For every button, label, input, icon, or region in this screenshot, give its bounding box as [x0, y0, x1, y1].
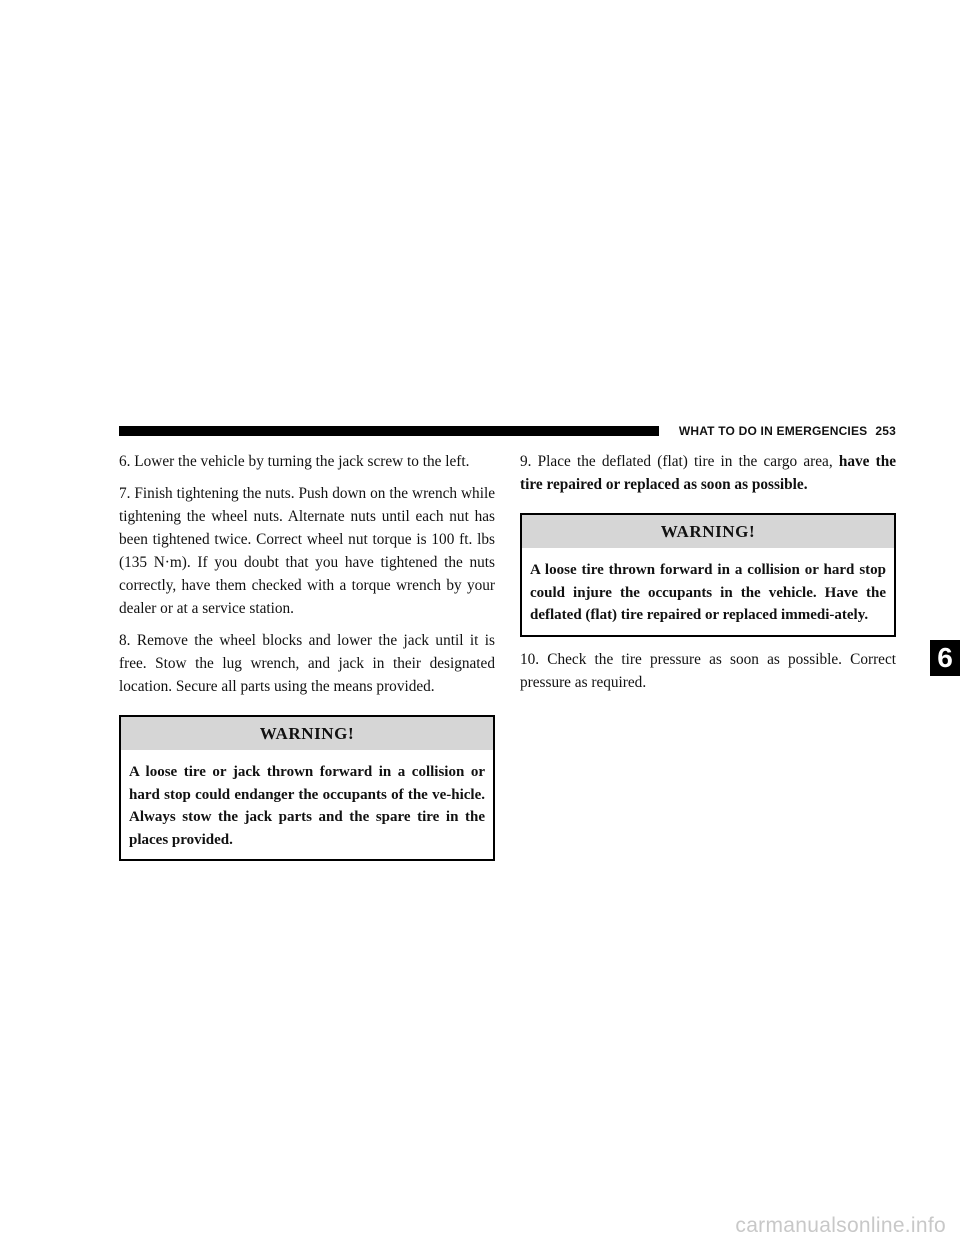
step-8: 8. Remove the wheel blocks and lower the…: [119, 632, 495, 695]
step-9: 9. Place the deflated (flat) tire in the…: [520, 450, 896, 496]
header-rule: [119, 426, 659, 436]
step-7: 7. Finish tightening the nuts. Push down…: [119, 485, 495, 617]
right-column: 9. Place the deflated (flat) tire in the…: [520, 450, 896, 703]
step-9-emphasis: have the tire repaired or replaced as so…: [520, 453, 897, 493]
page-header: WHAT TO DO IN EMERGENCIES 253: [119, 424, 896, 438]
chapter-tab: 6: [930, 640, 960, 676]
page-number: 253: [875, 424, 896, 438]
step-10: 10. Check the tire pressure as soon as p…: [520, 650, 896, 691]
watermark-text: carmanualsonline.info: [735, 1214, 946, 1237]
header-text: WHAT TO DO IN EMERGENCIES 253: [679, 424, 896, 438]
warning-body: A loose tire or jack thrown forward in a…: [129, 764, 485, 848]
step-9-text: 9. Place the deflated (flat) tire in the…: [520, 453, 839, 470]
warning-box-right: WARNING! A loose tire thrown forward in …: [520, 513, 896, 637]
left-column: 6. Lower the vehicle by turning the jack…: [119, 450, 495, 872]
warning-box-left: WARNING! A loose tire or jack thrown for…: [119, 715, 495, 861]
warning-title: WARNING!: [121, 717, 493, 750]
warning-body: A loose tire thrown forward in a collisi…: [530, 562, 886, 623]
step-6: 6. Lower the vehicle by turning the jack…: [119, 453, 470, 470]
warning-title: WARNING!: [522, 515, 894, 548]
section-title: WHAT TO DO IN EMERGENCIES: [678, 424, 868, 438]
